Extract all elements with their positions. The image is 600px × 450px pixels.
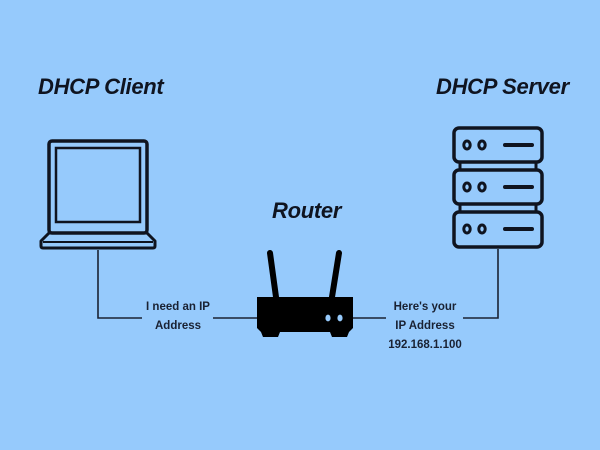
request-message: I need an IP Address xyxy=(142,298,214,336)
response-line-2: IP Address xyxy=(395,320,455,332)
request-line-2: Address xyxy=(154,320,202,332)
response-ip-address: 192.168.1.100 xyxy=(388,339,462,351)
laptop-icon xyxy=(39,139,157,250)
connector-router-server xyxy=(353,249,499,319)
server-icon xyxy=(452,126,544,249)
request-line-1: I need an IP xyxy=(146,301,210,313)
client-title: DHCP Client xyxy=(38,74,164,99)
connector-client-router xyxy=(97,250,257,319)
server-title: DHCP Server xyxy=(436,74,569,99)
response-line-1: Here's your xyxy=(393,301,457,313)
router-icon xyxy=(257,250,353,337)
response-message: Here's your IP Address 192.168.1.100 xyxy=(386,298,464,355)
router-title: Router xyxy=(272,198,342,223)
